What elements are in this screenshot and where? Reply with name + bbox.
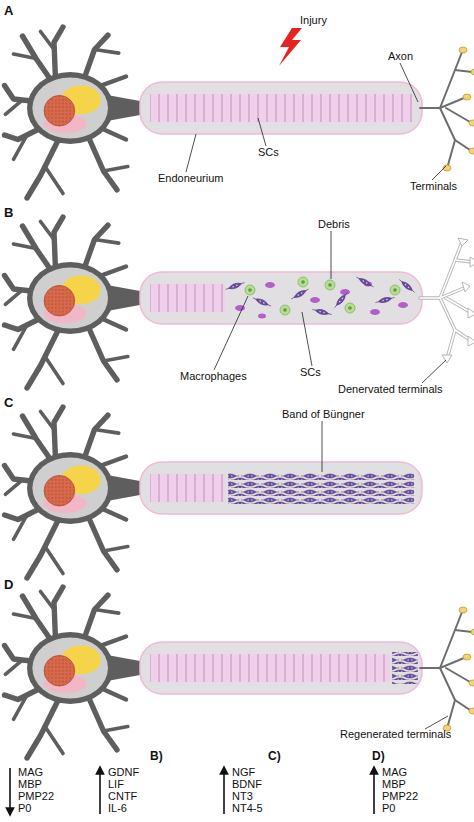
gene-name: CNTF <box>108 790 137 802</box>
gene-name: MBP <box>382 778 406 790</box>
gene-name: IL-6 <box>108 802 127 814</box>
panel-letter: D <box>4 578 13 592</box>
panel-letter: C <box>4 396 13 410</box>
terminals-label: Terminals <box>410 180 457 192</box>
gene-name: MAG <box>382 766 407 778</box>
axon-label: Axon <box>388 50 413 62</box>
schwann-cell-label: SCs <box>300 366 321 378</box>
endoneurium-label: Endoneurium <box>158 172 223 184</box>
schwann-cell-label: SCs <box>258 146 279 158</box>
panel-c <box>5 407 423 578</box>
panel-letter: B <box>4 206 13 220</box>
terminals-label: Regenerated terminals <box>340 728 451 740</box>
list-heading: B) <box>150 750 163 763</box>
panel-letter: A <box>4 4 13 18</box>
gene-name: BDNF <box>232 778 262 790</box>
gene-name: NGF <box>232 766 255 778</box>
panel-a <box>5 27 474 198</box>
panel-b <box>5 217 474 388</box>
gene-name: NT4-5 <box>232 802 263 814</box>
band-label: Band of Büngner <box>282 408 365 420</box>
gene-name: PMP22 <box>382 790 418 802</box>
gene-name: P0 <box>382 802 395 814</box>
gene-name: GDNF <box>108 766 139 778</box>
terminals-label: Denervated terminals <box>338 383 443 395</box>
gene-name: MAG <box>18 766 43 778</box>
gene-name: MBP <box>18 778 42 790</box>
gene-name: NT3 <box>232 790 253 802</box>
gene-name: PMP22 <box>18 790 54 802</box>
list-heading: C) <box>268 750 281 763</box>
injury-label: Injury <box>300 14 327 26</box>
debris-label: Debris <box>318 218 350 230</box>
gene-name: LIF <box>108 778 124 790</box>
gene-name: P0 <box>18 802 31 814</box>
macrophage-label: Macrophages <box>180 370 247 382</box>
panel-d <box>5 587 474 758</box>
expression-arrows <box>10 768 374 814</box>
list-heading: D) <box>372 750 385 763</box>
